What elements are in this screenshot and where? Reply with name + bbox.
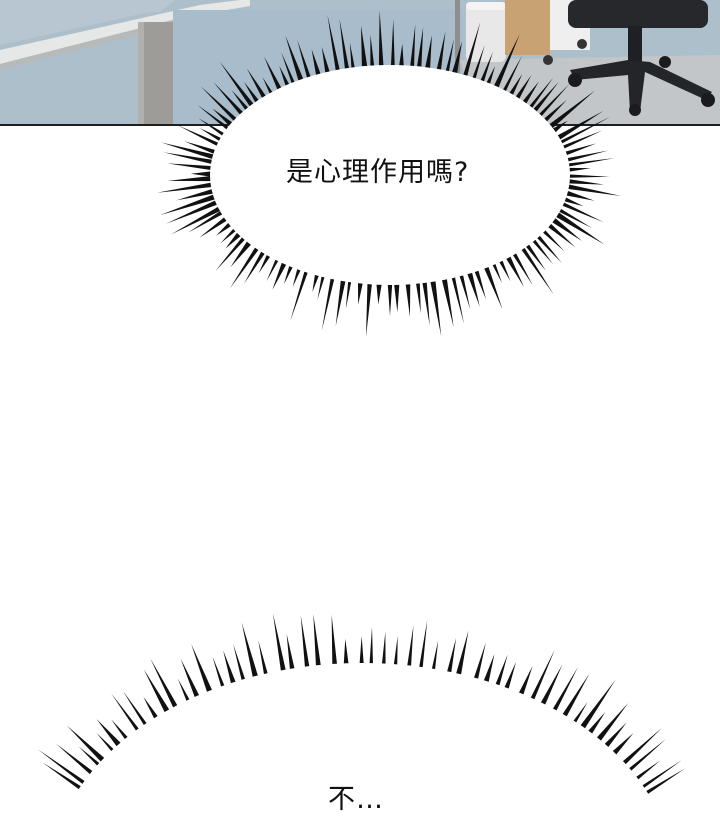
thought-bubble-1-text: 是心理作用嗎? <box>286 157 470 188</box>
burst-thought-1 <box>156 10 622 337</box>
burst-thought-2 <box>37 613 686 800</box>
thought-bubble-2-text: 不… <box>328 784 384 815</box>
